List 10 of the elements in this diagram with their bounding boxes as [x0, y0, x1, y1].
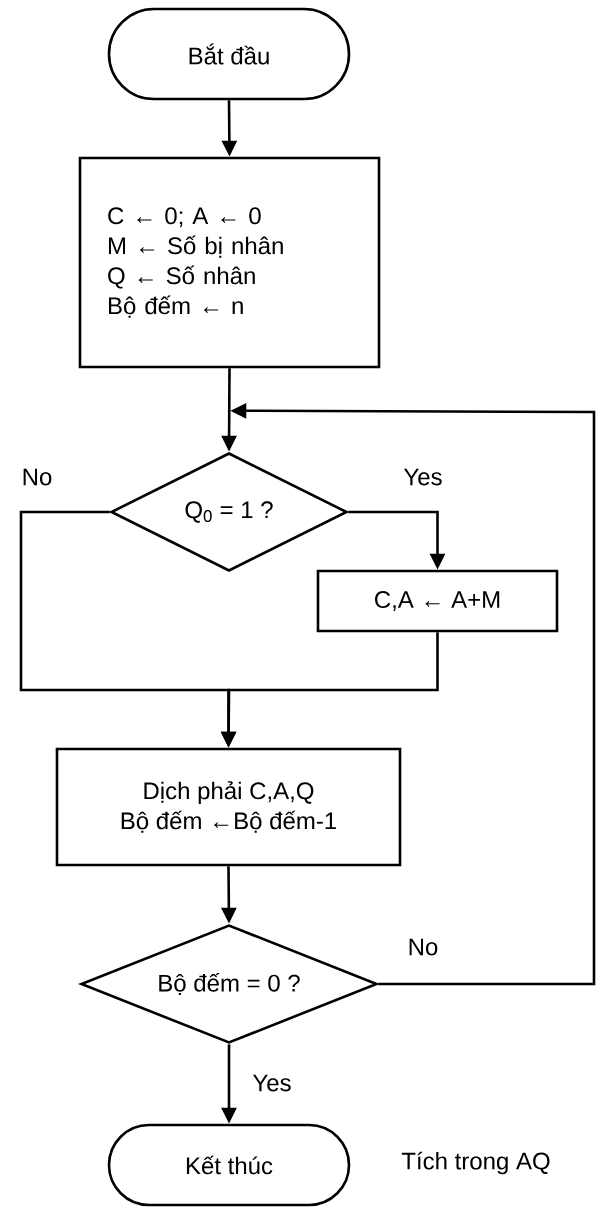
note-text: Tích trong AQ	[401, 1151, 550, 1175]
edge-label: No	[20, 467, 54, 487]
edge-label: Yes	[251, 1073, 293, 1093]
edge-label: Yes	[402, 467, 444, 487]
terminal-box: Bắt đầu	[107, 7, 351, 101]
process-box: C,A ← A+M	[316, 569, 559, 633]
terminal-box: Kết thúc	[107, 1123, 351, 1207]
process-box: C ← 0; A ← 0 M ← Số bị nhân Q ← Số nhân Bộ đếm ← n	[78, 156, 381, 369]
process-box: Dịch phải C,A,Q Bộ đếm ←Bộ đếm-1	[55, 747, 402, 867]
edge-label: No	[406, 937, 440, 957]
